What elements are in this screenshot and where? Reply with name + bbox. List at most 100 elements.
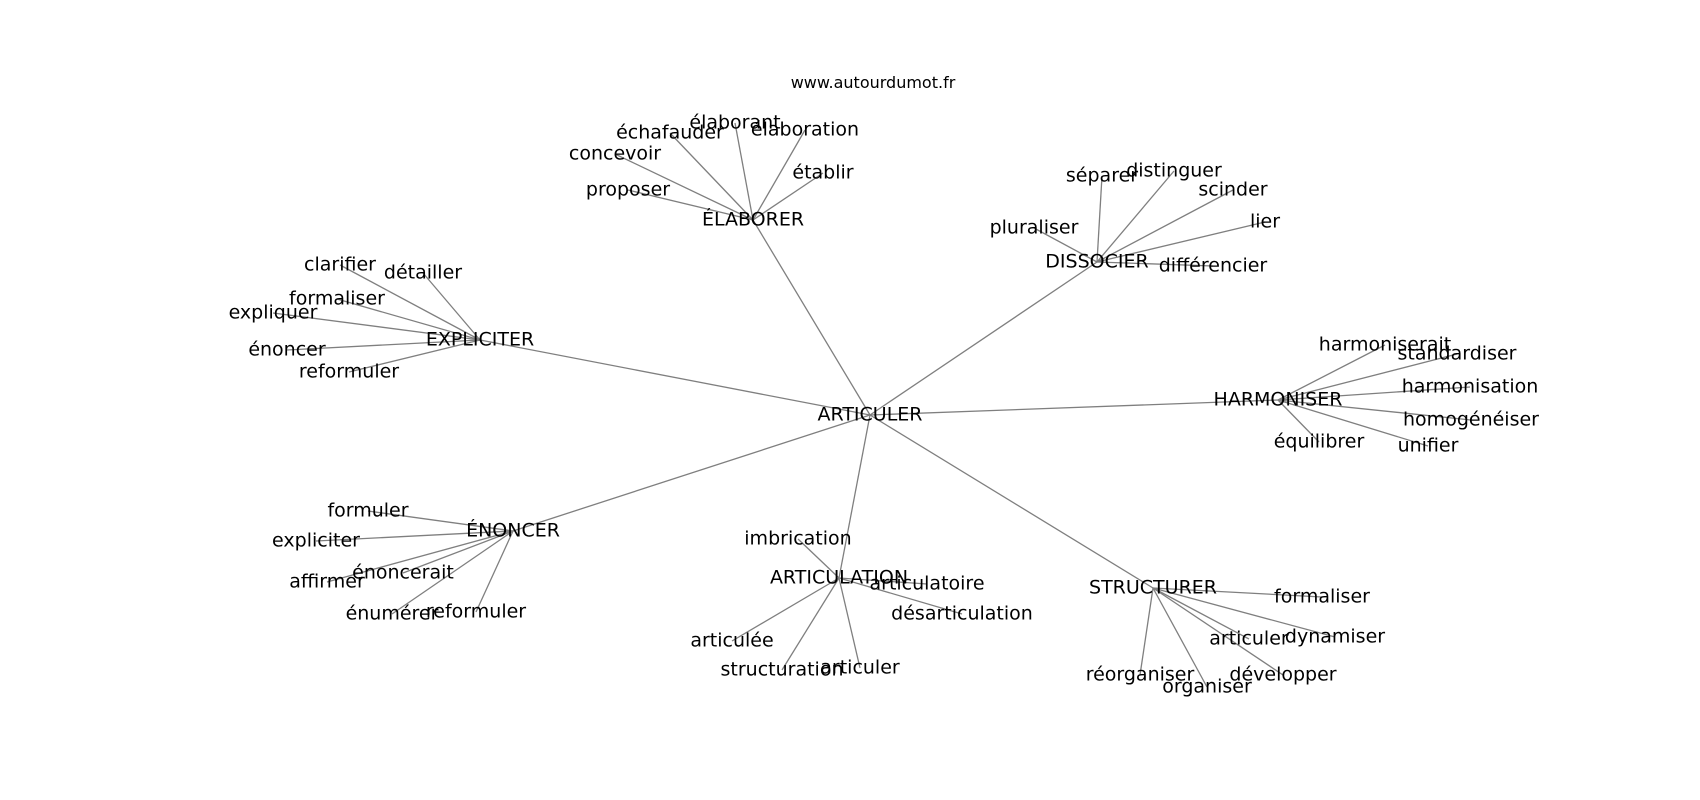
edge-articulation-leaf: [731, 577, 840, 642]
leaf-node-label: formaliser: [1274, 586, 1370, 608]
edge-center-harmoniser: [869, 399, 1279, 416]
leaf-node-label: établir: [792, 162, 853, 184]
edge-dissocier-leaf: [1096, 175, 1103, 263]
leaf-node-label: différencier: [1159, 255, 1268, 277]
edge-expliciter-leaf: [286, 339, 481, 351]
edge-expliciter-leaf: [422, 272, 481, 341]
leaf-node-label: échafauder: [616, 122, 724, 144]
leaf-node-label: lier: [1250, 211, 1280, 233]
edge-structurer-leaf: [1152, 587, 1208, 688]
edges: [272, 122, 1472, 688]
center-node-label: ARTICULER: [818, 404, 923, 426]
leaf-node-label: énoncer: [248, 339, 326, 361]
leaf-node-label: réorganiser: [1086, 664, 1195, 686]
leaf-node-label: reformuler: [299, 361, 399, 383]
edge-center-elaborer: [752, 219, 871, 416]
leaf-node-label: clarifier: [304, 254, 376, 276]
leaf-node-label: standardiser: [1398, 343, 1517, 365]
leaf-node-label: détailler: [384, 262, 462, 284]
leaf-node-label: distinguer: [1126, 160, 1222, 182]
edge-harmoniser-leaf: [1277, 399, 1320, 443]
leaf-node-label: expliquer: [229, 302, 318, 324]
hub-node-label: DISSOCIER: [1045, 251, 1148, 273]
edge-center-structurer: [869, 414, 1154, 589]
leaf-node-label: élaboration: [751, 119, 859, 141]
leaf-node-label: affirmer: [289, 571, 365, 593]
edge-expliciter-leaf: [348, 339, 481, 373]
edge-enoncer-leaf: [402, 530, 514, 574]
edge-elaborer-leaf: [627, 189, 754, 221]
edge-structurer-leaf: [1152, 587, 1284, 676]
edge-enoncer-leaf: [367, 510, 514, 532]
leaf-node-label: formaliser: [289, 288, 385, 310]
leaf-node-label: énoncerait: [352, 562, 454, 584]
edge-center-enoncer: [512, 414, 871, 532]
edge-dissocier-leaf: [1096, 261, 1214, 267]
edge-enoncer-leaf: [475, 530, 514, 613]
hub-node-label: ÉNONCER: [466, 519, 560, 542]
edge-structurer-leaf: [1139, 587, 1154, 676]
leaf-node-label: formuler: [327, 500, 408, 522]
leaf-node-label: pluraliser: [990, 217, 1079, 239]
edge-structurer-leaf: [1152, 587, 1336, 638]
edge-dissocier-leaf: [1096, 170, 1175, 263]
leaf-node-label: reformuler: [426, 601, 526, 623]
leaf-node-label: élaborant: [689, 112, 780, 134]
edge-harmoniser-leaf: [1277, 399, 1472, 421]
edge-elaborer-leaf: [669, 132, 754, 221]
hub-node-label: STRUCTURER: [1089, 577, 1217, 599]
leaf-node-label: organiser: [1162, 676, 1252, 698]
leaf-node-label: harmonisation: [1402, 376, 1539, 398]
edge-structurer-leaf: [1152, 587, 1250, 640]
edge-articulation-leaf: [838, 577, 963, 615]
leaf-node-label: structuration: [721, 659, 844, 681]
leaf-node-label: séparer: [1066, 165, 1138, 187]
hub-node-label: HARMONISER: [1214, 389, 1343, 411]
edge-structurer-leaf: [1152, 587, 1323, 598]
leaf-node-label: articulatoire: [869, 573, 984, 595]
leaf-node-label: concevoir: [569, 143, 661, 165]
edge-harmoniser-leaf: [1277, 344, 1386, 401]
source-label: www.autourdumot.fr: [791, 73, 956, 92]
leaf-node-label: dynamiser: [1285, 626, 1385, 648]
edge-enoncer-leaf: [315, 530, 514, 542]
edge-enoncer-leaf: [326, 530, 514, 583]
leaf-node-label: unifier: [1398, 435, 1459, 457]
edge-center-articulation: [838, 414, 871, 579]
leaf-node-label: articuler: [820, 657, 900, 679]
edge-harmoniser-leaf: [1277, 353, 1458, 401]
leaf-node-label: expliciter: [272, 530, 360, 552]
edge-elaborer-leaf: [752, 129, 806, 221]
edge-articulation-leaf: [838, 577, 928, 585]
edge-enoncer-leaf: [391, 530, 514, 615]
leaf-node-label: articulée: [690, 630, 773, 652]
leaf-node-label: scinder: [1198, 179, 1267, 201]
leaf-node-label: désarticulation: [891, 603, 1033, 625]
leaf-node-label: proposer: [586, 179, 670, 201]
node-labels: ARTICULER ÉLABORER proposer concevoiréchafa…: [229, 112, 1540, 698]
edge-expliciter-leaf: [336, 298, 481, 341]
leaf-node-label: articuler: [1209, 628, 1289, 650]
edge-articulation-leaf: [781, 577, 840, 671]
edge-harmoniser-leaf: [1277, 399, 1429, 447]
hub-node-label: ÉLABORER: [702, 208, 804, 231]
edge-harmoniser-leaf: [1277, 386, 1471, 401]
edge-dissocier-leaf: [1096, 189, 1234, 263]
leaf-node-label: énumérer: [346, 603, 439, 625]
leaf-node-label: équilibrer: [1274, 431, 1365, 453]
edge-expliciter-leaf: [272, 312, 481, 341]
edge-elaborer-leaf: [734, 122, 754, 221]
edge-articulation-leaf: [797, 538, 840, 579]
edge-dissocier-leaf: [1096, 221, 1266, 263]
edge-elaborer-leaf: [752, 172, 824, 221]
edge-expliciter-leaf: [339, 264, 481, 341]
edge-center-dissocier: [869, 261, 1098, 416]
hub-node-label: EXPLICITER: [426, 329, 534, 351]
edge-elaborer-leaf: [614, 153, 754, 221]
edge-articulation-leaf: [838, 577, 861, 669]
leaf-node-label: imbrication: [744, 528, 851, 550]
leaf-node-label: homogénéiser: [1403, 409, 1539, 431]
edge-dissocier-leaf: [1033, 227, 1098, 263]
edge-center-expliciter: [479, 339, 871, 416]
